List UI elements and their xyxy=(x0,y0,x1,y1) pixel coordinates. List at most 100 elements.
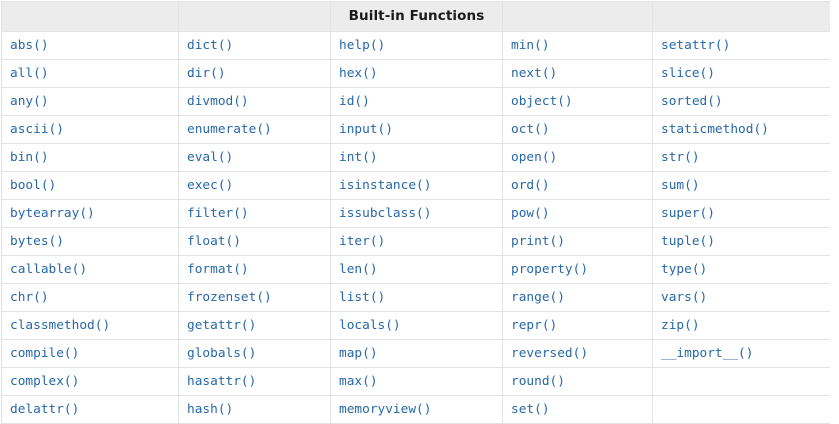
builtin-function-link[interactable]: eval() xyxy=(187,150,234,165)
table-cell: max() xyxy=(330,367,503,396)
table-cell: dir() xyxy=(178,59,331,88)
builtin-function-link[interactable]: bytes() xyxy=(10,234,64,249)
builtin-function-link[interactable]: min() xyxy=(511,38,550,53)
builtin-function-link[interactable]: tuple() xyxy=(661,234,715,249)
builtin-function-link[interactable]: super() xyxy=(661,206,715,221)
builtin-function-link[interactable]: bytearray() xyxy=(10,206,95,221)
builtin-function-link[interactable]: open() xyxy=(511,150,558,165)
builtin-function-link[interactable]: compile() xyxy=(10,346,80,361)
table-cell: enumerate() xyxy=(178,115,331,144)
builtin-function-link[interactable]: globals() xyxy=(187,346,257,361)
table-cell: list() xyxy=(330,283,503,312)
builtin-function-link[interactable]: slice() xyxy=(661,66,715,81)
table-cell: open() xyxy=(502,143,653,172)
table-cell: reversed() xyxy=(502,339,653,368)
builtin-function-link[interactable]: callable() xyxy=(10,262,88,277)
table-header-cell-empty-1 xyxy=(1,1,179,32)
table-header-row: Built-in Functions xyxy=(1,1,830,32)
table-cell xyxy=(652,395,830,424)
builtin-function-link[interactable]: any() xyxy=(10,94,49,109)
table-row: all() dir() hex() next() slice() xyxy=(1,59,830,88)
builtin-function-link[interactable]: hash() xyxy=(187,402,234,417)
builtin-function-link[interactable]: pow() xyxy=(511,206,550,221)
builtin-function-link[interactable]: hasattr() xyxy=(187,374,257,389)
builtin-function-link[interactable]: type() xyxy=(661,262,708,277)
builtin-function-link[interactable]: divmod() xyxy=(187,94,249,109)
builtin-function-link[interactable]: range() xyxy=(511,290,565,305)
table-cell: compile() xyxy=(1,339,179,368)
builtin-function-link[interactable]: oct() xyxy=(511,122,550,137)
builtin-function-link[interactable]: isinstance() xyxy=(339,178,432,193)
builtin-function-link[interactable]: locals() xyxy=(339,318,401,333)
builtin-function-link[interactable]: getattr() xyxy=(187,318,257,333)
table-row: any() divmod() id() object() sorted() xyxy=(1,87,830,116)
builtin-function-link[interactable]: reversed() xyxy=(511,346,589,361)
table-cell: super() xyxy=(652,199,830,228)
table-row: compile() globals() map() reversed() __impor… xyxy=(1,339,830,368)
table-cell: locals() xyxy=(330,311,503,340)
builtin-function-link[interactable]: __import__() xyxy=(661,346,754,361)
builtin-function-link[interactable]: help() xyxy=(339,38,386,53)
table-cell: bytes() xyxy=(1,227,179,256)
builtin-function-link[interactable]: setattr() xyxy=(661,38,731,53)
builtin-function-link[interactable]: int() xyxy=(339,150,378,165)
table-cell: zip() xyxy=(652,311,830,340)
builtin-function-link[interactable]: property() xyxy=(511,262,589,277)
builtin-function-link[interactable]: format() xyxy=(187,262,249,277)
builtin-function-link[interactable]: classmethod() xyxy=(10,318,111,333)
table-cell: round() xyxy=(502,367,653,396)
builtin-function-link[interactable]: id() xyxy=(339,94,370,109)
builtin-function-link[interactable]: object() xyxy=(511,94,573,109)
builtin-function-link[interactable]: repr() xyxy=(511,318,558,333)
builtin-function-link[interactable]: issubclass() xyxy=(339,206,432,221)
builtin-function-link[interactable]: len() xyxy=(339,262,378,277)
builtin-function-link[interactable]: exec() xyxy=(187,178,234,193)
table-cell: input() xyxy=(330,115,503,144)
table-row: abs() dict() help() min() setattr() xyxy=(1,31,830,60)
builtin-function-link[interactable]: bool() xyxy=(10,178,57,193)
builtin-function-link[interactable]: input() xyxy=(339,122,393,137)
table-row: callable() format() len() property() type() xyxy=(1,255,830,284)
builtin-function-link[interactable]: float() xyxy=(187,234,241,249)
table-cell: type() xyxy=(652,255,830,284)
builtin-function-link[interactable]: str() xyxy=(661,150,700,165)
builtin-function-link[interactable]: chr() xyxy=(10,290,49,305)
builtin-function-link[interactable]: all() xyxy=(10,66,49,81)
table-cell: id() xyxy=(330,87,503,116)
builtin-function-link[interactable]: staticmethod() xyxy=(661,122,769,137)
builtin-function-link[interactable]: dict() xyxy=(187,38,234,53)
table-row: classmethod() getattr() locals() repr() zip(… xyxy=(1,311,830,340)
builtin-function-link[interactable]: memoryview() xyxy=(339,402,432,417)
builtin-function-link[interactable]: frozenset() xyxy=(187,290,272,305)
builtin-function-link[interactable]: next() xyxy=(511,66,558,81)
builtin-function-link[interactable]: print() xyxy=(511,234,565,249)
builtin-function-link[interactable]: bin() xyxy=(10,150,49,165)
builtin-function-link[interactable]: abs() xyxy=(10,38,49,53)
table-row: ascii() enumerate() input() oct() staticmeth… xyxy=(1,115,830,144)
builtin-function-link[interactable]: complex() xyxy=(10,374,80,389)
builtin-function-link[interactable]: list() xyxy=(339,290,386,305)
table-cell: hex() xyxy=(330,59,503,88)
builtin-function-link[interactable]: dir() xyxy=(187,66,226,81)
builtin-function-link[interactable]: enumerate() xyxy=(187,122,272,137)
builtin-function-link[interactable]: vars() xyxy=(661,290,708,305)
builtin-function-link[interactable]: zip() xyxy=(661,318,700,333)
builtin-function-link[interactable]: filter() xyxy=(187,206,249,221)
table-cell: next() xyxy=(502,59,653,88)
builtin-function-link[interactable]: ord() xyxy=(511,178,550,193)
table-cell: chr() xyxy=(1,283,179,312)
table-cell: classmethod() xyxy=(1,311,179,340)
builtin-function-link[interactable]: hex() xyxy=(339,66,378,81)
table-cell: dict() xyxy=(178,31,331,60)
table-cell: issubclass() xyxy=(330,199,503,228)
builtin-function-link[interactable]: map() xyxy=(339,346,378,361)
builtin-function-link[interactable]: sum() xyxy=(661,178,700,193)
builtin-function-link[interactable]: max() xyxy=(339,374,378,389)
builtin-function-link[interactable]: iter() xyxy=(339,234,386,249)
builtin-function-link[interactable]: round() xyxy=(511,374,565,389)
builtin-function-link[interactable]: sorted() xyxy=(661,94,723,109)
builtin-function-link[interactable]: delattr() xyxy=(10,402,80,417)
builtin-function-link[interactable]: ascii() xyxy=(10,122,64,137)
builtin-function-link[interactable]: set() xyxy=(511,402,550,417)
